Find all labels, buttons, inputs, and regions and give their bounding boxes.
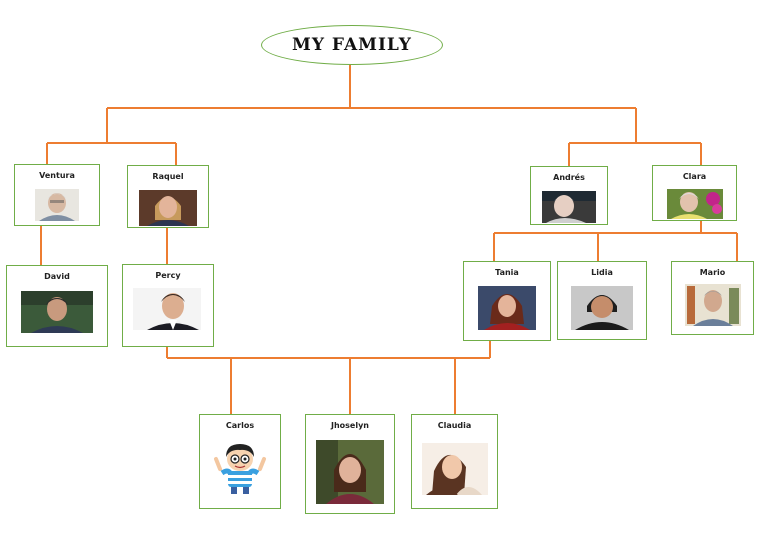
member-name: Carlos: [225, 421, 255, 430]
member-andres: Andrés: [530, 166, 608, 225]
member-name: David: [44, 272, 70, 281]
page-title: MY FAMILY: [261, 25, 443, 65]
clara-photo: [667, 189, 723, 219]
member-tania: Tania: [463, 261, 551, 341]
ventura-photo: [35, 189, 79, 221]
percy-photo: [133, 288, 201, 330]
member-claudia: Claudia: [411, 414, 498, 509]
member-name: Jhoselyn: [330, 421, 369, 430]
member-name: Percy: [155, 271, 181, 280]
member-raquel: Raquel: [127, 165, 209, 228]
lidia-photo: [571, 286, 633, 330]
member-carlos: Carlos: [199, 414, 281, 509]
member-clara: Clara: [652, 165, 737, 221]
member-name: Lidia: [591, 268, 613, 277]
jhoselyn-photo: [316, 440, 384, 504]
andres-photo: [542, 191, 596, 223]
member-jhoselyn: Jhoselyn: [305, 414, 395, 514]
member-david: David: [6, 265, 108, 347]
mario-photo: [685, 284, 741, 326]
member-mario: Mario: [671, 261, 754, 335]
carlos-cartoon: [212, 441, 268, 495]
member-name: Claudia: [437, 421, 472, 430]
tania-photo: [478, 286, 536, 330]
david-photo: [21, 291, 93, 333]
member-name: Mario: [699, 268, 726, 277]
member-lidia: Lidia: [557, 261, 647, 340]
member-ventura: Ventura: [14, 164, 100, 226]
member-name: Raquel: [152, 172, 184, 181]
claudia-photo: [422, 443, 488, 495]
member-percy: Percy: [122, 264, 214, 347]
member-name: Andrés: [553, 173, 585, 182]
member-name: Ventura: [39, 171, 75, 180]
member-name: Tania: [495, 268, 519, 277]
raquel-photo: [139, 190, 197, 226]
member-name: Clara: [682, 172, 707, 181]
